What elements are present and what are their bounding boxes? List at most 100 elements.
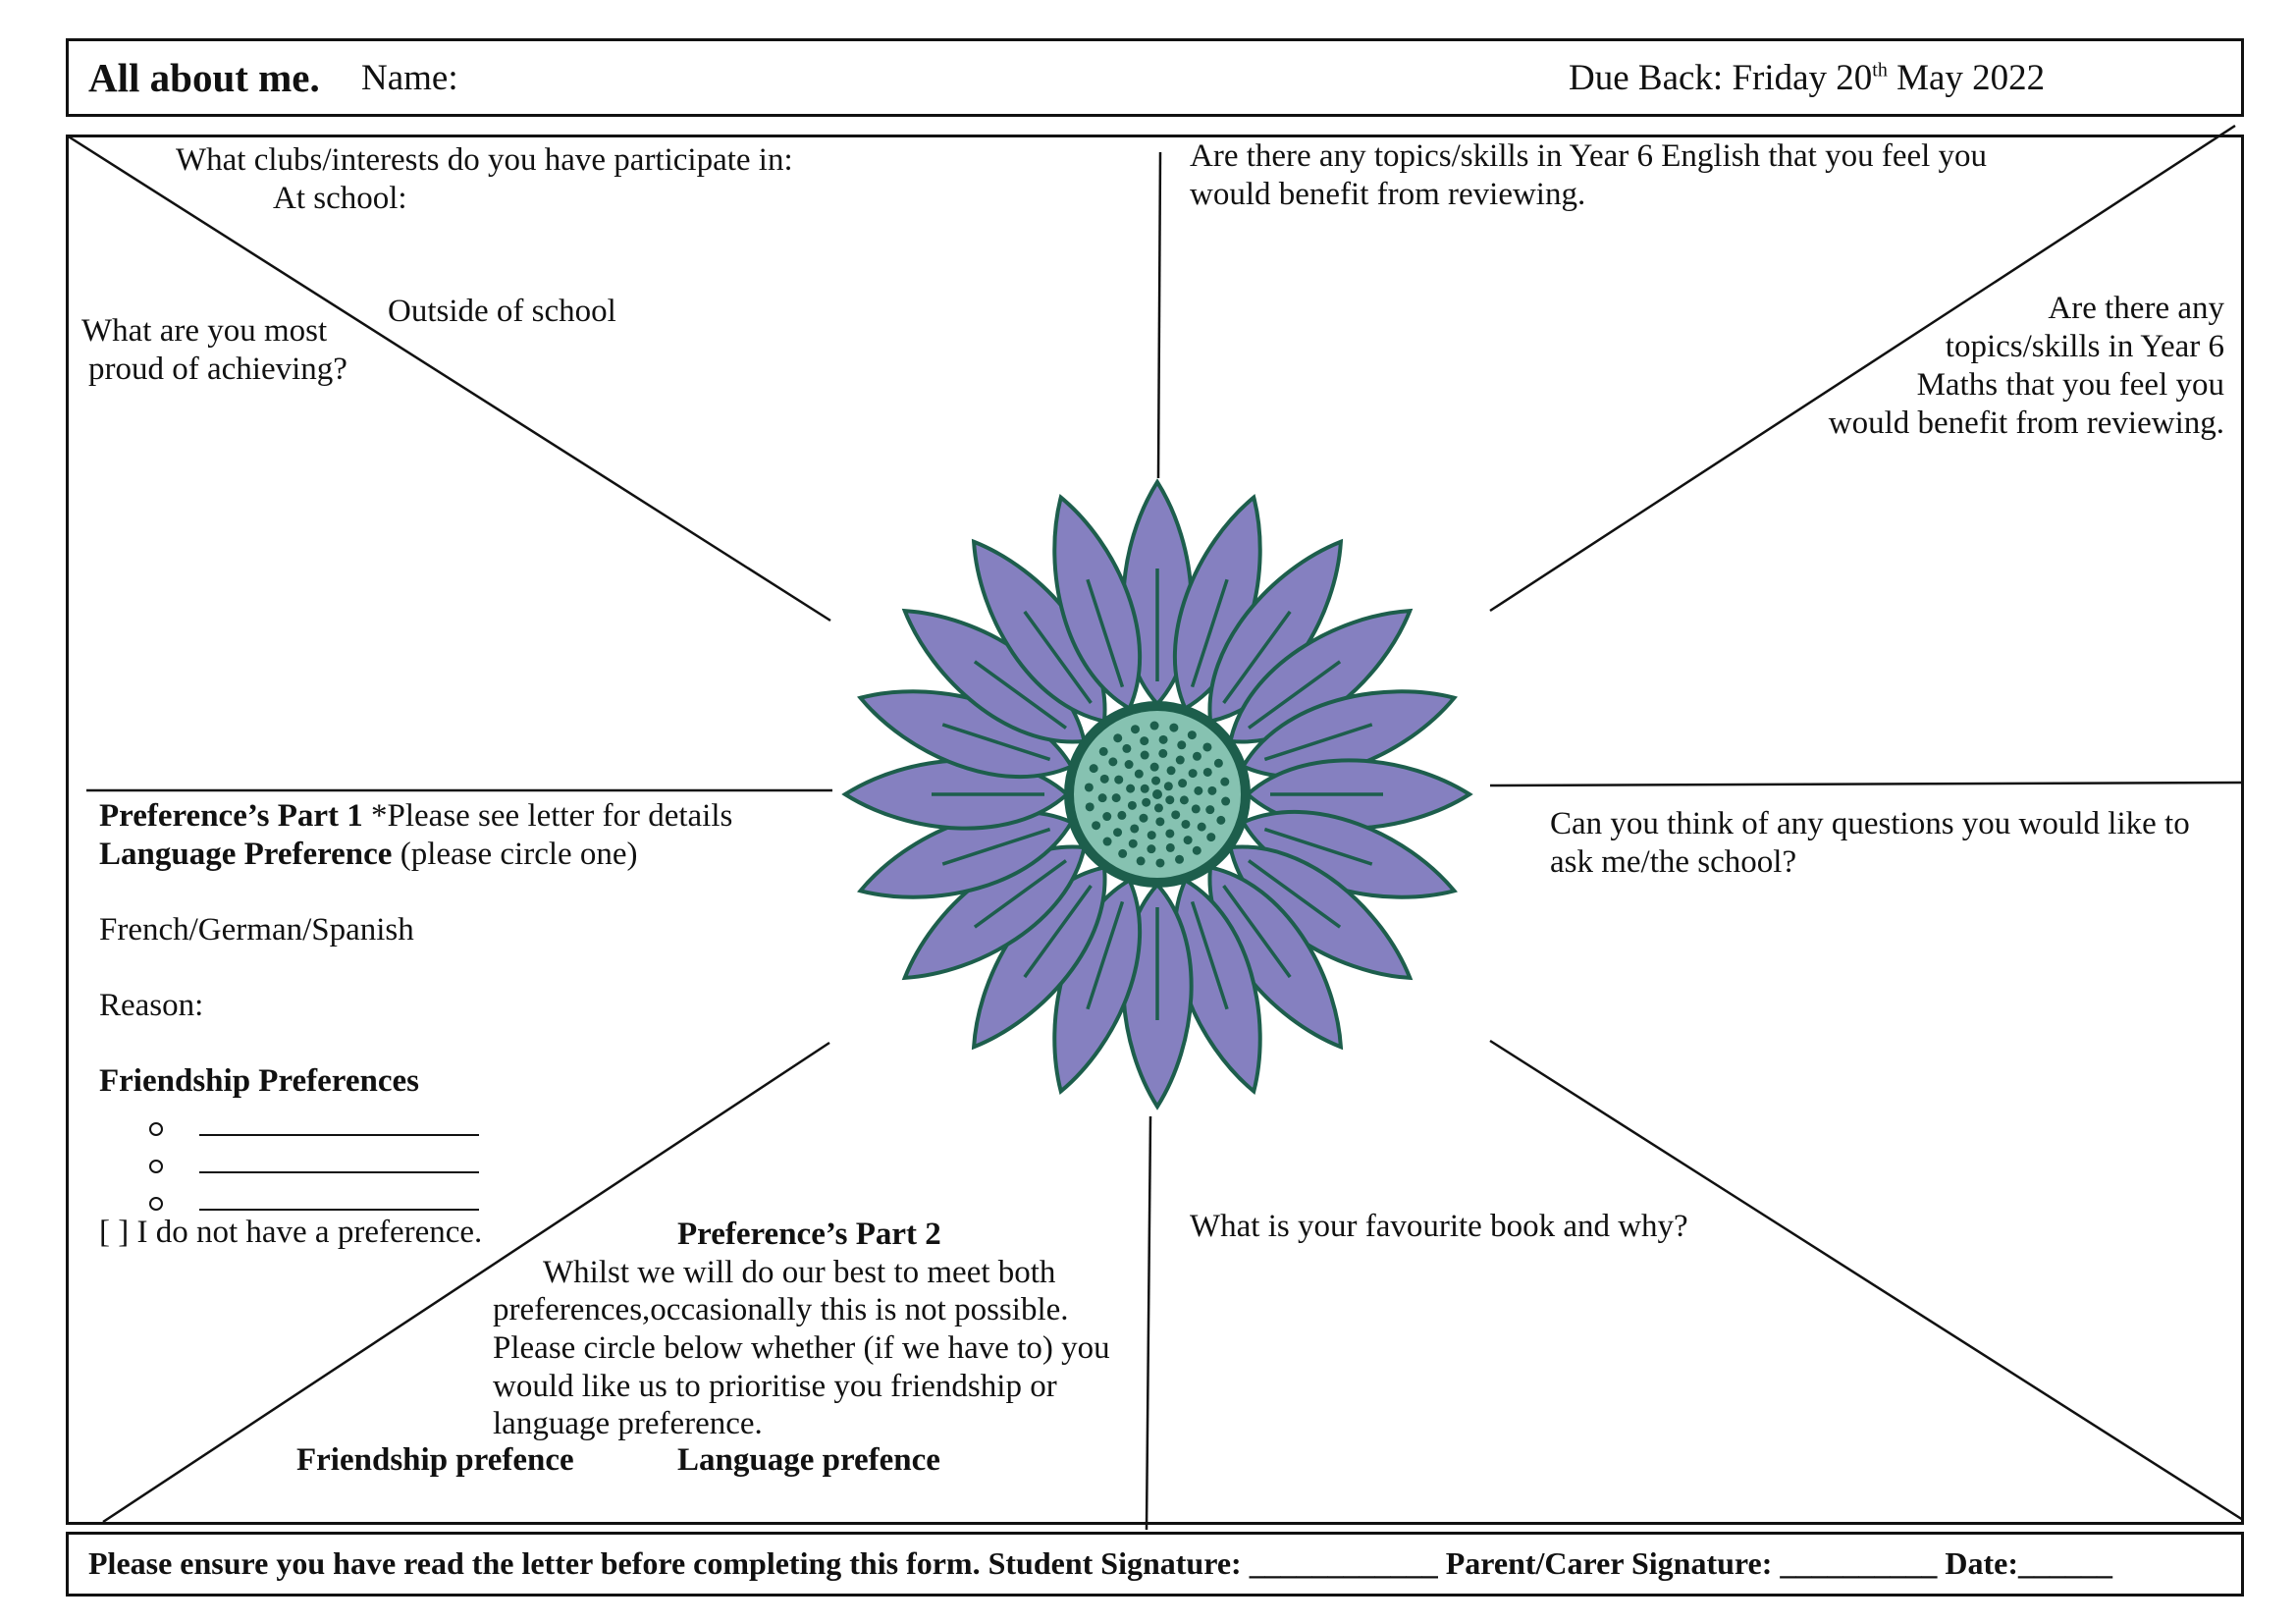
- language-option[interactable]: Language prefence: [677, 1442, 940, 1478]
- questions-prompt-line1: Can you think of any questions you would…: [1550, 806, 2190, 841]
- flower-seed: [1142, 797, 1151, 807]
- friend-name-blank[interactable]: [199, 1183, 479, 1211]
- flower-illustration: [841, 478, 1473, 1110]
- flower-seed: [1127, 800, 1137, 810]
- circle-bullet-icon: [149, 1197, 163, 1211]
- part2-line5: language preference.: [493, 1406, 763, 1441]
- flower-seed: [1175, 854, 1185, 864]
- due-date: Due Back: Friday 20th May 2022: [1569, 58, 2046, 98]
- friendship-preferences-heading: Friendship Preferences: [99, 1063, 419, 1099]
- flower-seed: [1149, 762, 1159, 772]
- friend-choice-1[interactable]: [149, 1108, 479, 1146]
- flower-seed: [1134, 769, 1144, 779]
- flower-seed: [1149, 721, 1159, 731]
- favourite-book-question: What is your favourite book and why?: [1190, 1209, 1688, 1244]
- friendship-option[interactable]: Friendship prefence: [296, 1442, 574, 1478]
- flower-petal: [1052, 494, 1143, 712]
- flower-seed: [1171, 810, 1181, 820]
- name-label: Name:: [361, 58, 458, 98]
- header-box: [66, 38, 2244, 117]
- proud-question-line1: What are you most: [81, 313, 328, 349]
- flower-seed: [1085, 802, 1095, 812]
- part2-line1: Whilst we will do our best to meet both: [543, 1255, 1056, 1290]
- maths-question-line3: Maths that you feel you: [1916, 367, 2224, 403]
- flower-seed: [1155, 817, 1165, 827]
- flower-seed: [1099, 774, 1109, 784]
- flower-seed: [1102, 837, 1112, 846]
- form-title: All about me.: [88, 55, 320, 100]
- preferences-part1-heading: Preference’s Part 1 *Please see letter f…: [99, 798, 733, 834]
- flower-seed: [1152, 789, 1162, 799]
- flower-seed: [1126, 784, 1136, 793]
- questions-prompt-line2: ask me/the school?: [1550, 844, 1797, 880]
- part2-line2: preferences,occasionally this is not pos…: [493, 1292, 1069, 1327]
- flower-seed: [1202, 767, 1212, 777]
- footer-box: [66, 1532, 2244, 1597]
- flower-seed: [1194, 785, 1203, 795]
- flower-seed: [1122, 743, 1132, 753]
- flower-seed: [1220, 777, 1230, 786]
- flower-seed: [1158, 734, 1168, 744]
- flower-seed: [1207, 785, 1217, 795]
- friend-name-blank[interactable]: [199, 1109, 479, 1136]
- flower-seed: [1098, 746, 1108, 756]
- flower-seed: [1097, 793, 1107, 803]
- flower-seed: [1165, 829, 1175, 839]
- flower-seed: [1206, 833, 1216, 842]
- flower-seed: [1165, 842, 1175, 852]
- flower-seed: [1113, 733, 1123, 743]
- proud-question-line2: proud of achieving?: [88, 352, 347, 387]
- language-preference-heading: Language Preference (please circle one): [99, 837, 638, 872]
- flower-seed: [1178, 779, 1188, 788]
- flower-seed: [1140, 784, 1149, 793]
- flower-seed: [1188, 769, 1198, 779]
- flower-seed: [1192, 751, 1201, 761]
- flower-seed: [1140, 736, 1149, 746]
- flower-seed: [1197, 822, 1206, 832]
- friend-choice-3[interactable]: [149, 1182, 479, 1220]
- flower-seed: [1191, 804, 1201, 814]
- flower-seed: [1181, 819, 1191, 829]
- flower-seed: [1155, 858, 1165, 868]
- preferences-part2-heading: Preference’s Part 2: [677, 1217, 941, 1252]
- flower-seed: [1205, 805, 1215, 815]
- circle-bullet-icon: [149, 1122, 163, 1136]
- flower-seed: [1108, 757, 1118, 767]
- friend-choice-2[interactable]: [149, 1145, 479, 1183]
- no-preference-checkbox[interactable]: [ ] I do not have a preference.: [99, 1215, 483, 1250]
- flower-seed: [1179, 795, 1189, 805]
- flower-seed: [1136, 856, 1146, 866]
- flower-seeds: [1084, 721, 1231, 868]
- flower-seed: [1216, 815, 1226, 825]
- part2-line4: would like us to prioritise you friendsh…: [493, 1369, 1057, 1404]
- english-question-line2: would benefit from reviewing.: [1190, 177, 1586, 212]
- flower-seed: [1139, 813, 1148, 823]
- flower-petals: [841, 478, 1473, 1110]
- flower-seed: [1183, 836, 1193, 845]
- part2-line3: Please circle below whether (if we have …: [493, 1330, 1110, 1366]
- flower-seed: [1130, 725, 1140, 734]
- flower-seed: [1175, 755, 1185, 765]
- flower-seed: [1192, 845, 1201, 855]
- flower-seed: [1177, 740, 1187, 750]
- flower-seed: [1147, 831, 1156, 840]
- flower-seed: [1140, 750, 1149, 760]
- flower-seed: [1169, 723, 1179, 732]
- flower-seed: [1113, 828, 1123, 838]
- flower-seed: [1166, 766, 1176, 776]
- friend-name-blank[interactable]: [199, 1146, 479, 1173]
- flower-seed: [1213, 758, 1223, 768]
- flower-seed: [1202, 742, 1212, 752]
- at-school-label: At school:: [273, 181, 407, 216]
- flower-seed: [1092, 821, 1101, 831]
- flower-seed: [1118, 848, 1128, 858]
- flower-seed: [1221, 796, 1231, 806]
- flower-seed: [1102, 812, 1112, 822]
- circle-bullet-icon: [149, 1160, 163, 1173]
- footer-signature-line[interactable]: Please ensure you have read the letter b…: [88, 1545, 2113, 1581]
- maths-question-line1: Are there any: [2048, 291, 2224, 326]
- flower-seed: [1130, 824, 1140, 834]
- language-options[interactable]: French/German/Spanish: [99, 912, 414, 947]
- flower-seed: [1151, 776, 1161, 785]
